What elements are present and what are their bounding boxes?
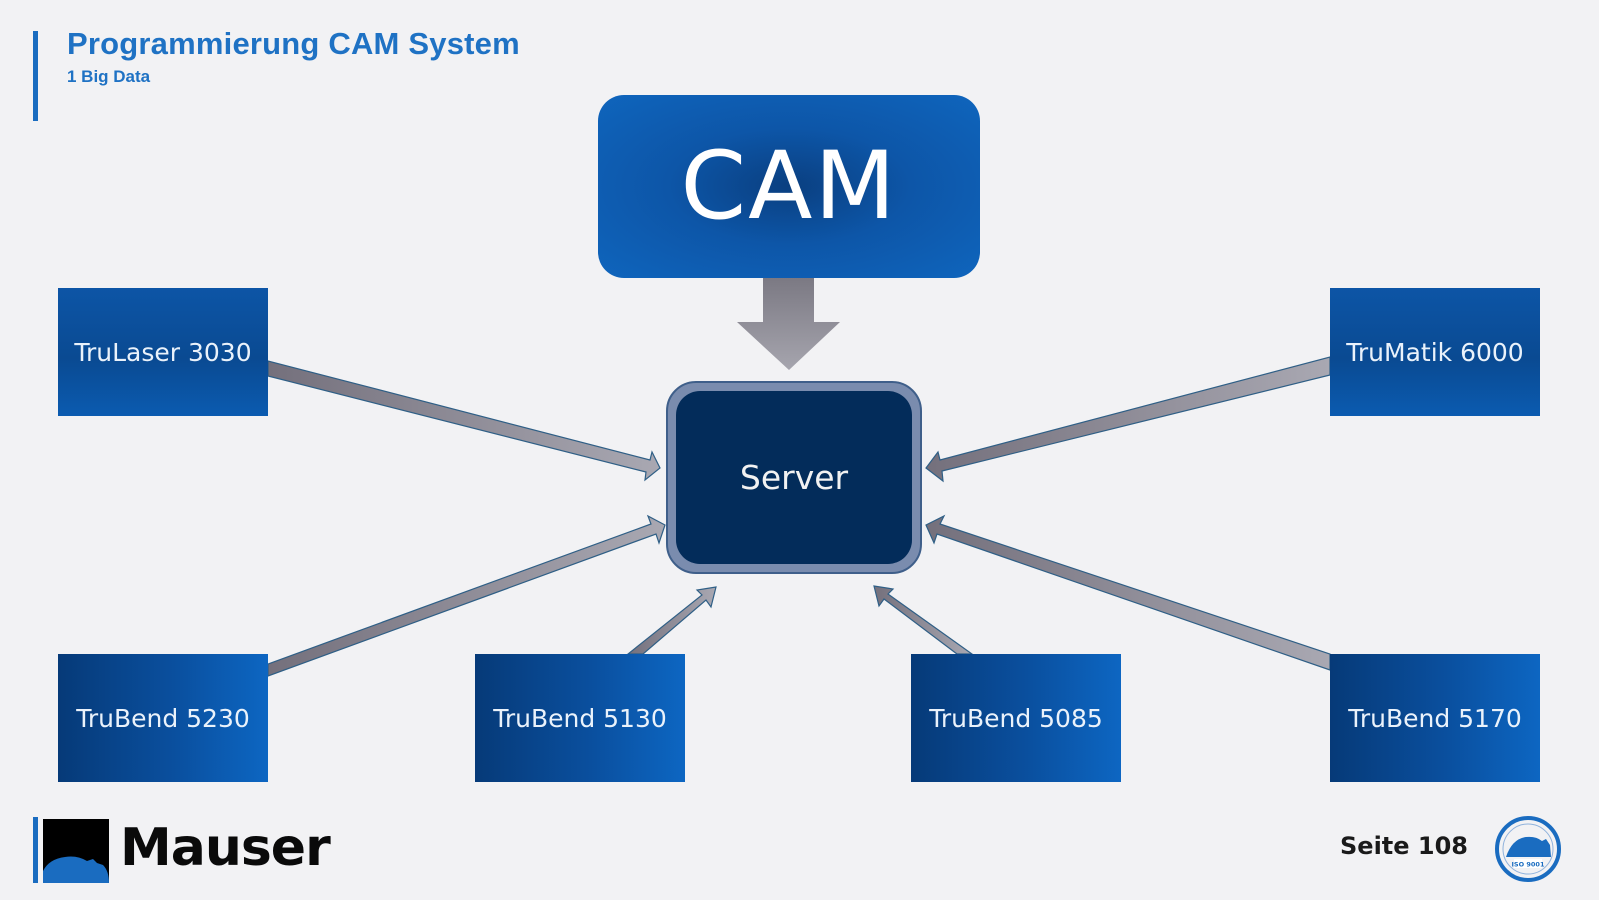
page-number: Seite 108 — [1340, 832, 1468, 860]
machine-node: TruBend 5085 — [911, 654, 1121, 782]
machine-node: TruBend 5170 — [1330, 654, 1540, 782]
iso-certificate-icon: ISO 9001 — [1494, 815, 1562, 883]
page-title: Programmierung CAM System — [67, 26, 520, 61]
arrow-trumatik6000-to-server — [925, 356, 1331, 483]
server-label: Server — [676, 391, 912, 564]
company-logo-text: Mauser — [120, 818, 331, 878]
page-subtitle: 1 Big Data — [67, 67, 151, 86]
machine-node: TruLaser 3030 — [58, 288, 268, 416]
title-accent-bar — [33, 31, 38, 121]
arrow-trubend5130-to-server — [626, 586, 717, 655]
cam-node: CAM — [598, 95, 980, 278]
arrow-trubend5085-to-server — [873, 585, 974, 655]
arrow-trubend5230-to-server — [267, 514, 666, 677]
server-node: Server — [666, 381, 922, 574]
logo-accent-bar — [33, 817, 38, 883]
machine-node: TruMatik 6000 — [1330, 288, 1540, 416]
arrow-cam-to-server — [737, 278, 840, 370]
machine-node: TruBend 5130 — [475, 654, 685, 782]
machine-node: TruBend 5230 — [58, 654, 268, 782]
arrow-trulaser3030-to-server — [267, 360, 661, 482]
iso-label: ISO 9001 — [1512, 861, 1545, 869]
arrow-trubend5170-to-server — [925, 514, 1331, 671]
mauser-logo-icon — [43, 819, 109, 883]
